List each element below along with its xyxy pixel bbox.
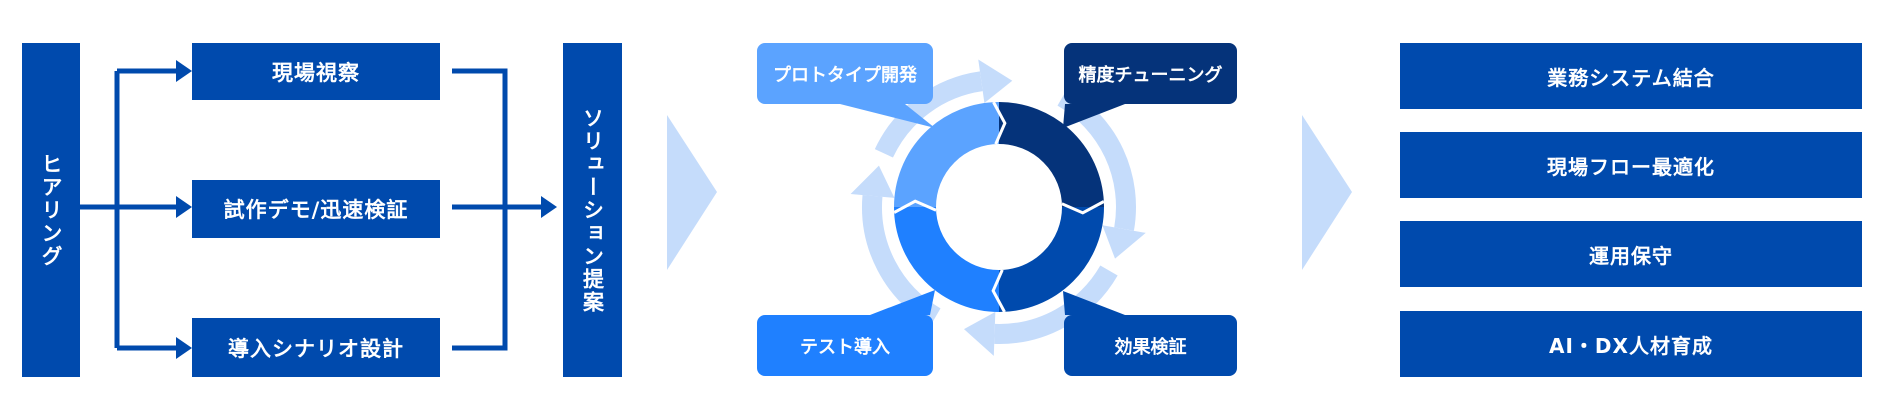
step-test-deploy: テスト導入 bbox=[757, 315, 933, 376]
talent-development-box: AI・DX人材育成 bbox=[1400, 311, 1862, 377]
hearing-box: ヒアリング bbox=[22, 43, 80, 377]
cycle-arrow-head-icon bbox=[978, 59, 1013, 104]
callout-pointer bbox=[1063, 104, 1125, 128]
cycle-segment bbox=[998, 102, 1104, 208]
demo-verification-box: 試作デモ/迅速検証 bbox=[192, 180, 440, 238]
solution-proposal-box: ソリューション提案 bbox=[563, 43, 622, 377]
cycle-arrow-head-icon bbox=[963, 311, 996, 356]
cycle-segment bbox=[998, 206, 1104, 312]
phase-chevron-icon bbox=[667, 115, 717, 270]
arrow-head-icon bbox=[176, 196, 192, 218]
arrow-head-icon bbox=[541, 196, 557, 218]
workflow-optimization-box: 現場フロー最適化 bbox=[1400, 132, 1862, 198]
cycle-separator bbox=[1061, 200, 1105, 215]
cycle-arrow-arc bbox=[874, 71, 983, 158]
merge-connector-line bbox=[452, 68, 545, 351]
step-tuning: 精度チューニング bbox=[1064, 43, 1237, 104]
cycle-separator bbox=[893, 199, 937, 214]
connector-line bbox=[80, 68, 180, 351]
cycle-arrow-arc bbox=[994, 265, 1118, 344]
cycle-segment bbox=[894, 102, 1000, 208]
cycle-separator bbox=[991, 269, 1006, 313]
arrow-head-icon bbox=[176, 60, 192, 82]
step-effect-verification: 効果検証 bbox=[1064, 315, 1237, 376]
operations-maintenance-box: 運用保守 bbox=[1400, 221, 1862, 287]
arrow-head-icon bbox=[176, 337, 192, 359]
cycle-arrow-head-icon bbox=[1102, 225, 1146, 259]
system-integration-box: 業務システム結合 bbox=[1400, 43, 1862, 109]
callout-pointer bbox=[840, 104, 935, 128]
cycle-segment bbox=[894, 206, 1000, 312]
cycle-separator bbox=[992, 101, 1007, 145]
scenario-design-box: 導入シナリオ設計 bbox=[192, 318, 440, 377]
callout-pointer bbox=[870, 290, 935, 315]
step-prototype: プロトタイプ開発 bbox=[757, 43, 933, 104]
cycle-arrow-head-icon bbox=[850, 165, 895, 198]
callout-pointer bbox=[1063, 291, 1125, 315]
site-visit-box: 現場視察 bbox=[192, 43, 440, 100]
branch-connectors bbox=[80, 68, 545, 351]
phase-chevron-icon bbox=[1302, 115, 1352, 270]
